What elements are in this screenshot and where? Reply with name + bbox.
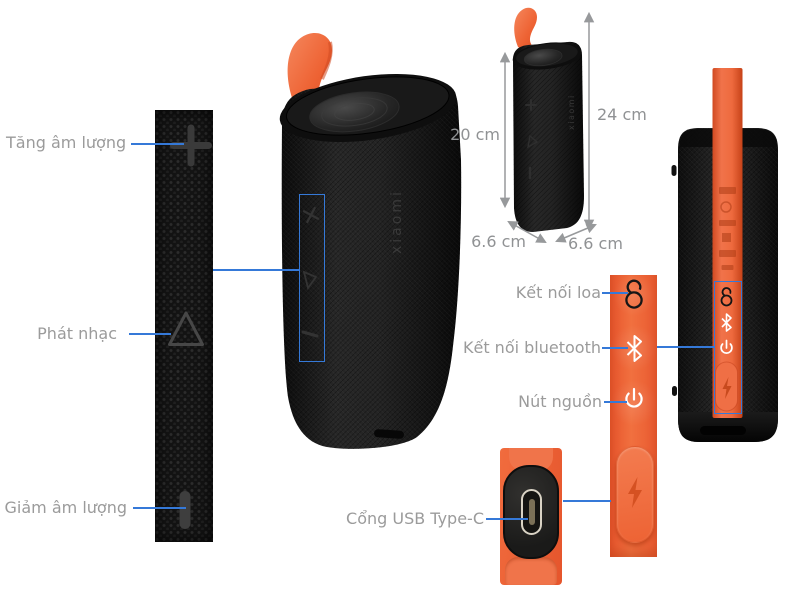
callout-bluetooth: Kết nối bluetooth: [448, 338, 601, 358]
usb-closeup-bump-bottom: [505, 557, 557, 585]
brand-logo-vertical-small: xiaomi: [567, 94, 576, 130]
callout-speaker-link-text: Kết nối loa: [515, 283, 601, 302]
callout-volume-up-text: Tăng âm lượng: [6, 133, 127, 152]
bottom-base: [678, 412, 778, 442]
usb-c-tab: [528, 499, 535, 525]
line-play: [129, 333, 171, 335]
callout-usb: Cổng USB Type-C: [330, 509, 484, 529]
side-button-nub: [671, 165, 677, 176]
strap-loop: [287, 33, 332, 111]
line-strip-to-back-speaker: [657, 346, 714, 348]
highlight-box-front-buttons: [299, 194, 325, 362]
brand-logo-vertical: xiaomi: [389, 189, 405, 254]
callout-play: Phát nhạc: [27, 324, 117, 344]
line-power: [604, 401, 627, 403]
dimension-total-height-text: 24 cm: [597, 105, 647, 124]
callout-volume-up: Tăng âm lượng: [6, 133, 126, 153]
line-speaker-link: [602, 292, 628, 294]
dimension-base-depth: 6.6 cm: [462, 232, 526, 252]
callout-volume-down-text: Giảm âm lượng: [4, 498, 127, 517]
callout-power: Nút nguồn: [500, 392, 602, 412]
callout-speaker-link: Kết nối loa: [493, 283, 601, 303]
callout-usb-text: Cổng USB Type-C: [346, 509, 484, 528]
top-radiator: [279, 73, 457, 143]
line-bluetooth: [602, 347, 628, 349]
line-strip-to-speaker: [213, 269, 300, 271]
dimension-base-depth-text: 6.6 cm: [471, 232, 526, 251]
dimension-total-height: 24 cm: [597, 105, 647, 125]
callout-bluetooth-text: Kết nối bluetooth: [462, 338, 601, 357]
line-usb-to-flap: [563, 500, 611, 502]
strap-loop-small: [514, 7, 537, 49]
line-volume-down: [133, 507, 186, 509]
highlight-box-strap-buttons: [714, 281, 742, 414]
bottom-slot: [374, 429, 404, 439]
dimension-body-height: 20 cm: [440, 125, 500, 145]
dimension-base-width: 6.6 cm: [568, 234, 623, 254]
speaker-dimension-view: xiaomi: [499, 7, 597, 244]
buttons-small: [525, 99, 539, 180]
side-button-nub: [672, 386, 677, 396]
top-radiator-small: [512, 42, 582, 70]
carry-slot: [700, 426, 746, 435]
callout-power-text: Nút nguồn: [518, 392, 602, 411]
control-strip-closeup: [155, 110, 213, 542]
dimension-arrows: [499, 11, 597, 244]
speaker-body-small: [513, 41, 584, 232]
line-usb: [486, 518, 528, 520]
usb-closeup-bump-top: [509, 448, 553, 471]
line-volume-up: [131, 143, 184, 145]
strap-print-marks: [719, 187, 736, 270]
charging-flap: [616, 446, 654, 543]
callout-volume-down: Giảm âm lượng: [4, 498, 127, 518]
top-rim: [680, 129, 776, 147]
dimension-body-height-text: 20 cm: [450, 125, 500, 144]
dimension-base-width-text: 6.6 cm: [568, 234, 623, 253]
callout-play-text: Phát nhạc: [37, 324, 117, 343]
